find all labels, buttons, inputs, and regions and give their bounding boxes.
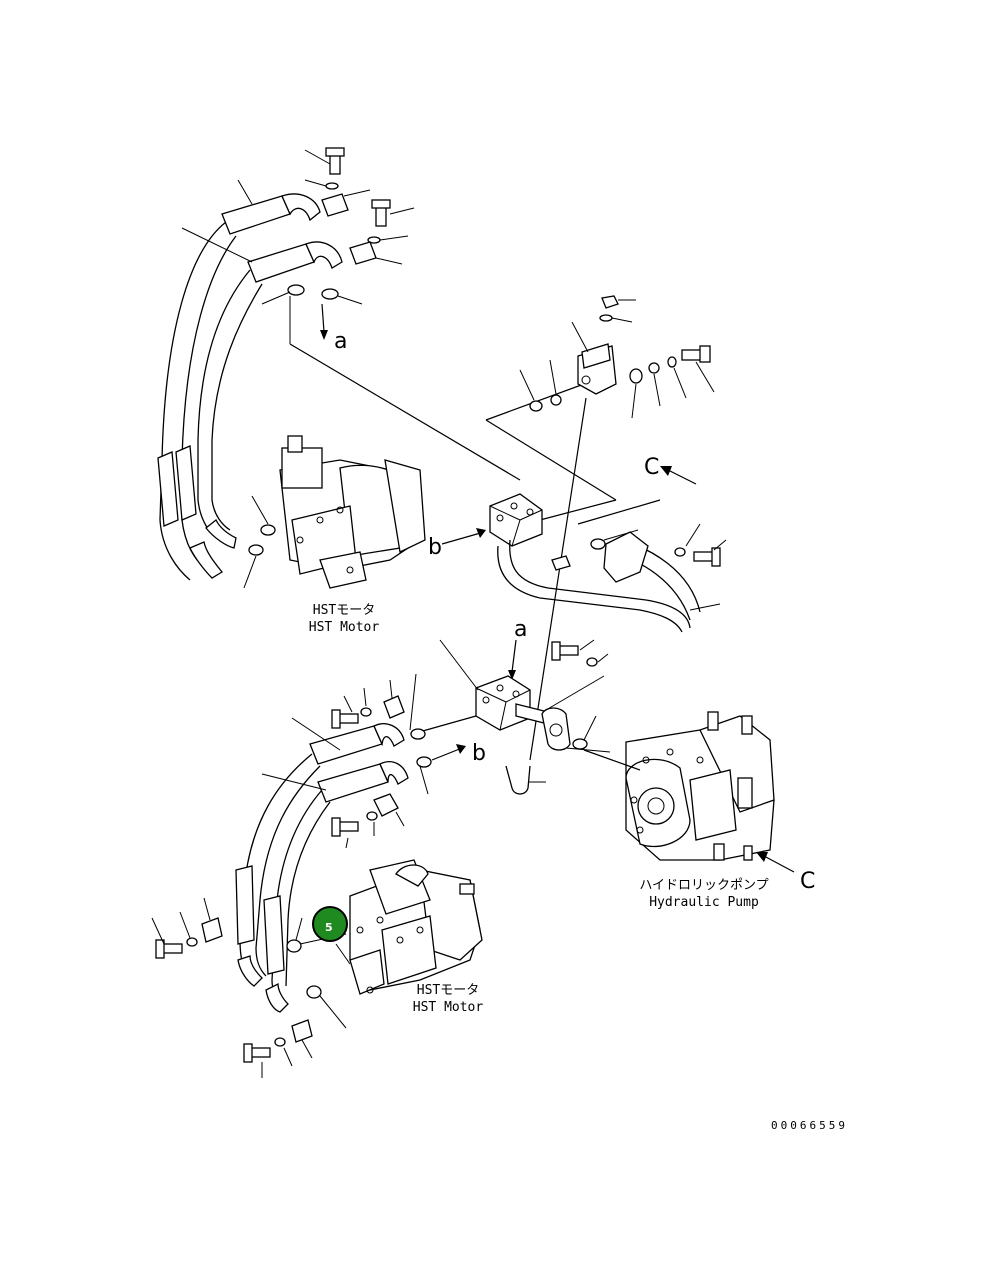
washer-icon [325, 182, 339, 190]
center-bracket-assembly [441, 295, 727, 761]
top-clamp-set [181, 147, 415, 265]
letter-b-left: b [428, 535, 442, 560]
pump-label-en: Hydraulic Pump [649, 895, 759, 910]
callout-number[interactable]: 5 [325, 921, 333, 934]
lower-center-block: a [411, 617, 611, 795]
clamp-icon [321, 193, 349, 217]
letter-c-bottom: C [800, 869, 815, 894]
motor-bottom-label-en: HST Motor [413, 1000, 484, 1015]
top-hst-motor [243, 435, 426, 589]
lower-clamp-set [331, 679, 432, 849]
motor-top-label-en: HST Motor [309, 620, 380, 635]
hydraulic-pump [583, 711, 795, 873]
motor-top-label-jp: HSTモータ [313, 603, 375, 618]
lower-hose-assembly [235, 673, 429, 1013]
letter-a-top: a [334, 329, 347, 354]
callout-5[interactable]: 5 [312, 906, 348, 942]
o-ring-icon [287, 284, 305, 296]
top-o-rings [261, 284, 521, 481]
block-icon [489, 493, 543, 547]
letter-c-top: C [644, 455, 659, 480]
motor-bottom-label-jp: HSTモータ [417, 983, 479, 998]
letter-b-right: b [472, 741, 486, 766]
callout-circle[interactable] [312, 906, 348, 942]
lower-left-bolts [151, 897, 313, 1078]
bottom-hst-motor [286, 859, 483, 1029]
drawing-number: 00066559 [771, 1119, 848, 1132]
upper-hose-assembly [157, 193, 343, 581]
letter-a-middle: a [514, 617, 527, 642]
pump-label-jp: ハイドロリックポンプ [639, 878, 768, 893]
